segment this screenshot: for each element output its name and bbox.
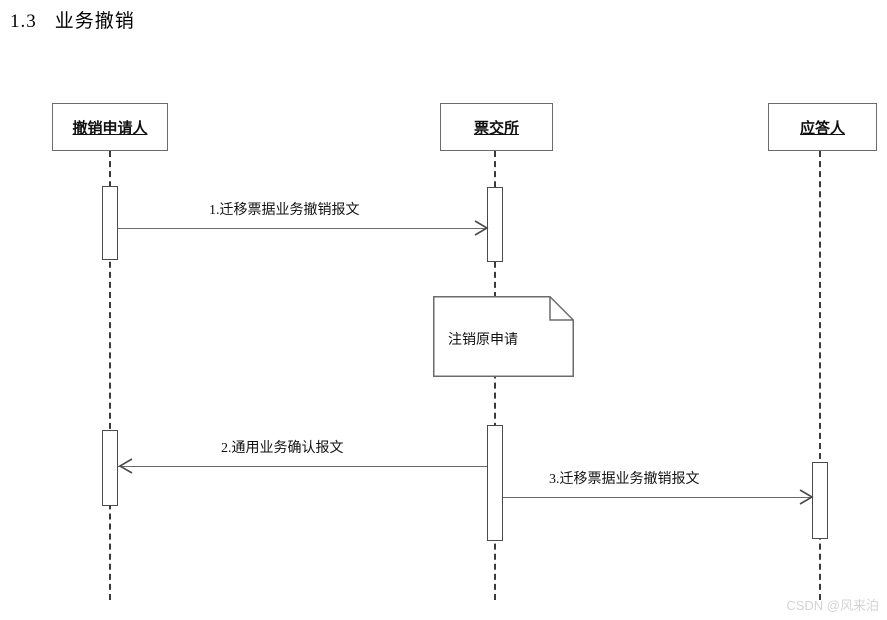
lifeline-requester: [109, 151, 111, 600]
message-line-2: [118, 466, 487, 467]
activation-bar-exchange-2: [487, 425, 503, 541]
message-label-3: 3.迁移票据业务撤销报文: [549, 472, 700, 487]
activation-bar-requester-2: [102, 430, 118, 506]
participant-label-requester: 撤销申请人: [72, 120, 148, 137]
participant-label-responder: 应答人: [799, 120, 845, 137]
page-title-number: 1.3: [10, 11, 37, 32]
participant-box-requester[interactable]: 撤销申请人: [52, 103, 168, 151]
activation-bar-exchange-1: [487, 187, 503, 262]
participant-label-exchange: 票交所: [473, 120, 519, 137]
message-line-1: [118, 228, 487, 229]
page-title-text: 业务撤销: [54, 11, 135, 32]
note-text: 注销原申请: [448, 333, 518, 348]
participant-box-exchange[interactable]: 票交所: [440, 103, 553, 151]
csdn-watermark: CSDN @风来泊: [786, 598, 879, 613]
message-arrowhead-3: [798, 489, 814, 505]
note-shape: [433, 296, 574, 377]
lifeline-responder: [819, 151, 821, 600]
message-arrowhead-1: [473, 220, 489, 236]
message-line-3: [503, 497, 812, 498]
message-label-2: 2.通用业务确认报文: [221, 441, 344, 456]
message-arrowhead-2: [118, 458, 133, 474]
message-label-1: 1.迁移票据业务撤销报文: [209, 203, 360, 218]
participant-box-responder[interactable]: 应答人: [768, 103, 877, 151]
page-title: 1.3 业务撤销: [10, 6, 135, 33]
activation-bar-requester-1: [102, 186, 118, 260]
activation-bar-responder-1: [812, 462, 828, 539]
